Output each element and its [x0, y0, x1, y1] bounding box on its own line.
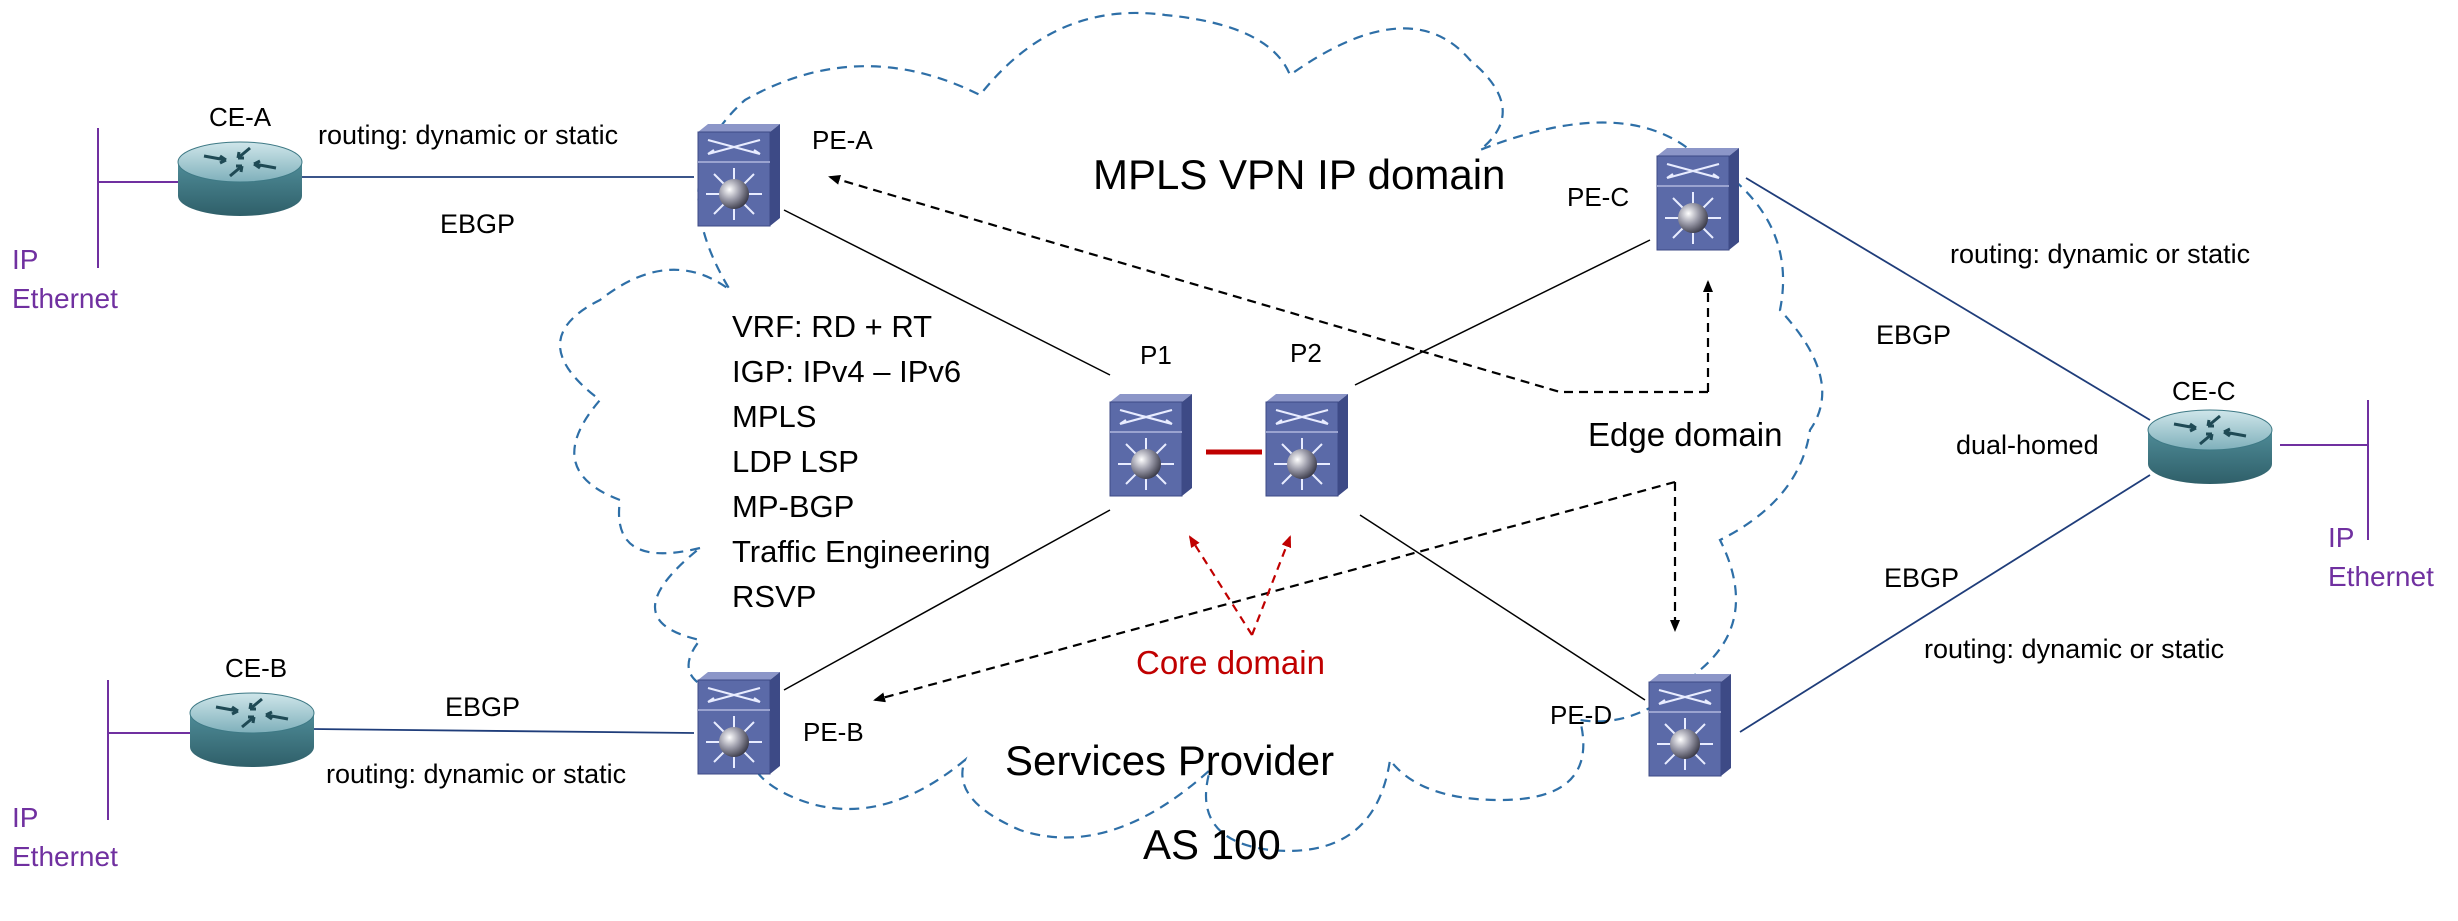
lan-stub-ce-a [97, 128, 178, 268]
ebgp-label-ce-b: EBGP [445, 692, 521, 722]
lan-ip-label: IP [12, 244, 39, 275]
routing-label-ce-a: routing: dynamic or static [318, 120, 619, 150]
edge-arrow-pe-a [828, 175, 1708, 394]
feature-item: Traffic Engineering [732, 533, 991, 569]
feature-list: VRF: RD + RT IGP: IPv4 – IPv6 MPLS LDP L… [732, 305, 990, 620]
node-label-ce-a: CE-A [209, 102, 272, 132]
feature-item: MPLS [732, 398, 817, 434]
feature-item: MP-BGP [732, 488, 855, 524]
lan-label-ce-c: IP Ethernet [2328, 518, 2434, 596]
node-label-p1: P1 [1140, 340, 1172, 370]
lan-stub-ce-c [2280, 400, 2369, 540]
router-icon-ce-c [2146, 408, 2274, 486]
provider-name: Services Provider [1005, 737, 1335, 784]
feature-item: VRF: RD + RT [732, 309, 933, 344]
dual-homed-label: dual-homed [1956, 430, 2099, 460]
node-label-ce-b: CE-B [225, 653, 288, 683]
routing-label-pe-c: routing: dynamic or static [1950, 239, 2251, 269]
provider-as: AS 100 [1143, 821, 1281, 868]
lan-label-ce-a: IP Ethernet [12, 240, 118, 318]
lan-ip-label: IP [12, 802, 39, 833]
ebgp-label-pe-c: EBGP [1876, 320, 1952, 350]
link-pe-c-p2 [1354, 239, 1651, 386]
switch-icon-pe-b [696, 670, 782, 776]
edge-arrow-pe-b [873, 480, 1676, 703]
feature-item: IGP: IPv4 – IPv6 [732, 353, 962, 389]
routing-label-pe-d: routing: dynamic or static [1924, 634, 2225, 664]
lan-ip-label: IP [2328, 522, 2355, 553]
ebgp-label-ce-a: EBGP [440, 209, 516, 239]
feature-item: LDP LSP [732, 443, 859, 479]
router-icon-ce-b [188, 691, 316, 769]
routing-label-ce-b: routing: dynamic or static [326, 759, 627, 789]
node-label-ce-c: CE-C [2172, 376, 2236, 406]
core-arrow-p1 [1188, 535, 1253, 636]
lan-label-ce-b: IP Ethernet [12, 798, 118, 876]
lan-stub-ce-b [107, 680, 190, 820]
diagram-title: MPLS VPN IP domain [1093, 151, 1506, 198]
feature-item: RSVP [732, 578, 817, 614]
lan-ethernet-label: Ethernet [2328, 561, 2434, 593]
ebgp-label-pe-d: EBGP [1884, 563, 1960, 593]
switch-icon-pe-c [1655, 146, 1741, 252]
router-icon-ce-a [176, 140, 304, 218]
link-pe-a-p1 [783, 209, 1111, 376]
link-pe-d-ce-c [1739, 474, 2151, 733]
link-ce-b-pe-b [311, 728, 695, 734]
node-label-pe-d: PE-D [1550, 700, 1613, 730]
lan-ethernet-label: Ethernet [12, 841, 118, 873]
node-label-pe-b: PE-B [803, 717, 864, 747]
lan-ethernet-label: Ethernet [12, 283, 118, 315]
link-pe-d-p2 [1359, 514, 1646, 701]
node-label-pe-c: PE-C [1567, 182, 1630, 212]
node-label-p2: P2 [1290, 338, 1322, 368]
link-pe-b-p1 [783, 509, 1111, 691]
node-label-pe-a: PE-A [812, 125, 873, 155]
switch-icon-pe-a [696, 122, 782, 228]
switch-icon-p2 [1264, 392, 1350, 498]
link-pe-c-ce-c [1745, 177, 2151, 421]
edge-domain-label: Edge domain [1588, 416, 1783, 453]
switch-icon-p1 [1108, 392, 1194, 498]
core-domain-label: Core domain [1136, 644, 1325, 681]
switch-icon-pe-d [1647, 672, 1733, 778]
core-arrow-p2 [1250, 535, 1292, 636]
